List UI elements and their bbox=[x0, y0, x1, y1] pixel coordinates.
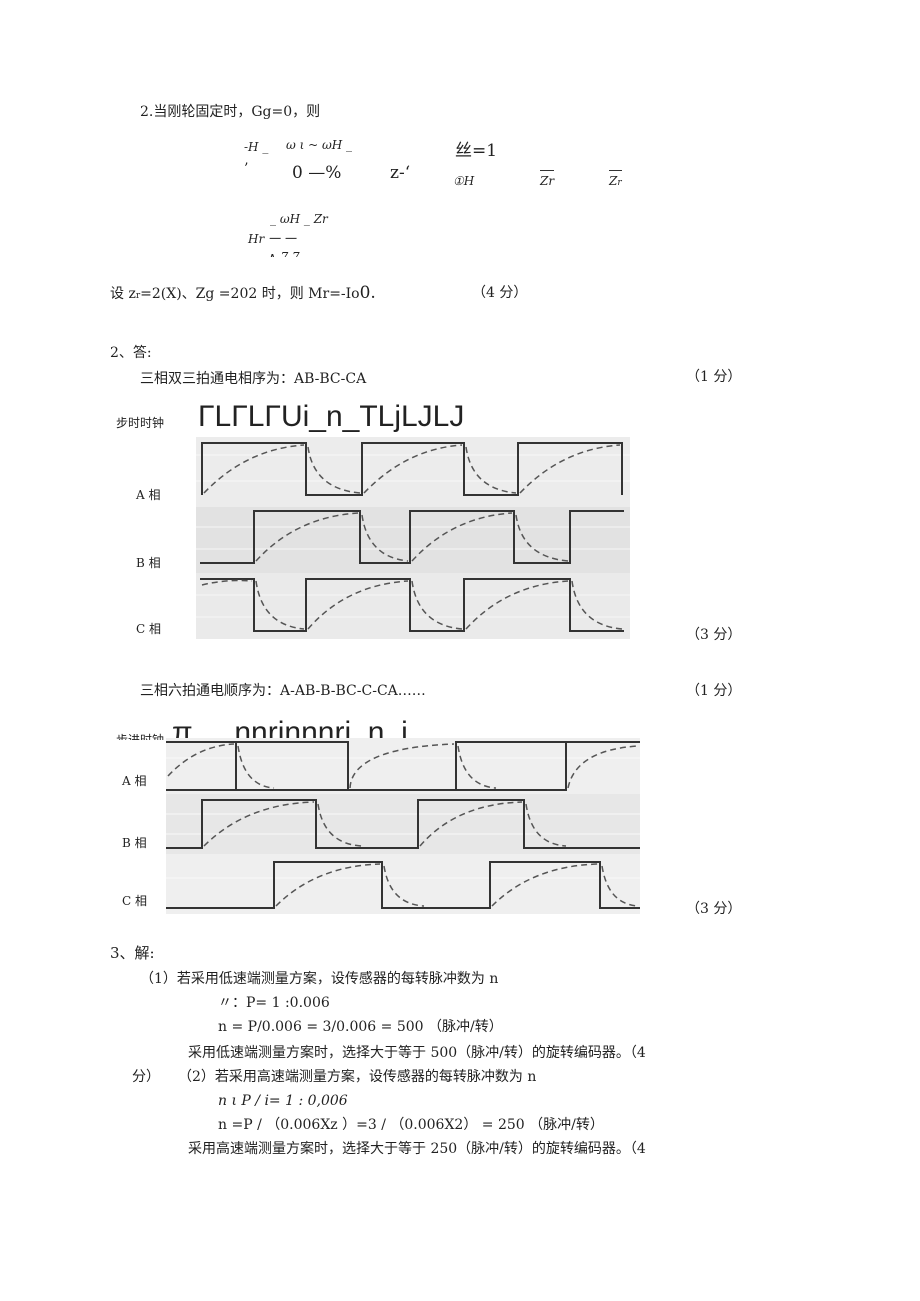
clock-label: 步进时钟 bbox=[116, 733, 165, 740]
formula-frag: ∧ 7 7 bbox=[268, 250, 300, 257]
sequence-line: 三相双三拍通电相序为：AB-BC-CA bbox=[140, 371, 367, 387]
waveform-diagram-double bbox=[196, 437, 630, 639]
formula-sub: r bbox=[617, 178, 622, 188]
formula-frag: Z bbox=[609, 174, 618, 188]
formula-frag: ①H bbox=[453, 174, 475, 188]
solution-line: 〃：P= 1 :0.006 bbox=[218, 995, 330, 1011]
section-heading: 2、答: bbox=[110, 345, 152, 361]
phase-label: A 相 bbox=[122, 774, 147, 788]
solution-line: 采用低速端测量方案时，选择大于等于 500（脉冲/转）的旋转编码器。（4 bbox=[188, 1045, 646, 1061]
formula-frag: Zr bbox=[540, 170, 555, 190]
score-label: （4 分） bbox=[472, 285, 528, 301]
phase-label: C 相 bbox=[136, 622, 161, 636]
formula-frag: Zr bbox=[609, 170, 622, 192]
formula-frag: -H _ bbox=[244, 140, 269, 154]
clock-label: 步时时钟 bbox=[116, 416, 165, 430]
formula-frag: 0 —% bbox=[292, 163, 342, 183]
solution-line: （1）若采用低速端测量方案，设传感器的每转脉冲数为 n bbox=[140, 971, 499, 987]
formula-frag: 丝=1 bbox=[455, 141, 498, 161]
solution-line: （2）若采用高速端测量方案，设传感器的每转脉冲数为 n bbox=[178, 1069, 537, 1085]
solution-line: n =P / （0.006Xz ）=3 / （0.006X2） = 250 （脉… bbox=[218, 1117, 604, 1133]
result-zero: 0. bbox=[359, 283, 376, 303]
score-label: （1 分） bbox=[686, 683, 742, 699]
solution-line: n = P/0.006 = 3/0.006 = 500 （脉冲/转） bbox=[218, 1019, 503, 1035]
result-sub: r bbox=[135, 291, 141, 301]
solution-line: 采用高速端测量方案时，选择大于等于 250（脉冲/转）的旋转编码器。（4 bbox=[188, 1141, 646, 1157]
result-text-a: 设 z bbox=[110, 286, 136, 302]
section-heading: 3、解: bbox=[110, 944, 155, 962]
solution-line: 分） bbox=[132, 1069, 160, 1085]
result-text-b: =2(X)、Zg =202 时，则 Mr=-Io bbox=[140, 286, 360, 302]
phase-label: A 相 bbox=[136, 488, 161, 502]
intro-line: 2.当刚轮固定时，Gg=0，则 bbox=[140, 104, 321, 120]
phase-label: C 相 bbox=[122, 894, 147, 908]
phase-label: B 相 bbox=[136, 556, 161, 570]
formula-frag: ω ι ~ ωH _ bbox=[286, 138, 353, 152]
score-label: （3 分） bbox=[686, 627, 742, 643]
waveform-diagram-six bbox=[166, 738, 640, 914]
result-line: 设 zr=2(X)、Zg =202 时，则 Mr=-Io0. bbox=[110, 284, 376, 305]
sequence-line: 三相六拍通电顺序为：A-AB-B-BC-C-CA…… bbox=[140, 683, 426, 699]
score-label: （3 分） bbox=[686, 901, 742, 917]
phase-label: B 相 bbox=[122, 836, 147, 850]
formula-frag: _ ωH _ Zr bbox=[270, 212, 328, 226]
clock-waveform-text: π . , nnrinnnri .n .i bbox=[172, 716, 408, 740]
solution-line: n ι P / i= 1 : 0,006 bbox=[218, 1093, 348, 1109]
formula-frag: Hr 一 一 bbox=[248, 232, 296, 246]
formula-frag: z-‘ bbox=[390, 163, 411, 183]
formula-frag: ’ bbox=[244, 161, 249, 177]
clock-waveform-text: ΓLΓLΓUi_n_TLjLJLJ bbox=[198, 400, 465, 433]
score-label: （1 分） bbox=[686, 369, 742, 385]
